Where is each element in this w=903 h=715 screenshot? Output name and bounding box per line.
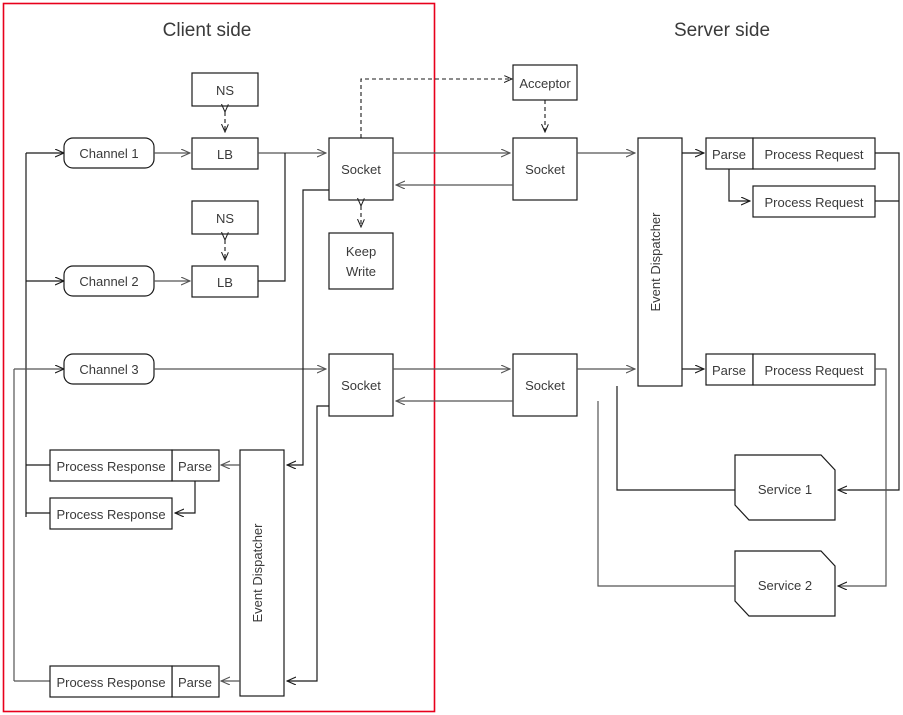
client-socket1-to-client-dispatcher: [287, 189, 329, 465]
acceptor-label: Acceptor: [519, 76, 571, 91]
process-response-2-label: Process Response: [56, 507, 165, 522]
process-response-2-box[interactable]: [49, 497, 173, 530]
process-request-2-box[interactable]: [752, 185, 876, 218]
channel-2-label: Channel 2: [79, 274, 138, 289]
client-parse-1-box[interactable]: [171, 449, 220, 482]
client-socket-1-label: Socket: [341, 162, 381, 177]
server-socket-1-label: Socket: [525, 162, 565, 177]
load-balancer-2-label: LB: [217, 275, 233, 290]
channel-1-label: Channel 1: [79, 146, 138, 161]
client-socket-2-label: Socket: [341, 378, 381, 393]
process-response-3-label: Process Response: [56, 675, 165, 690]
client-event-dispatcher-box[interactable]: [239, 449, 285, 697]
server-event-dispatcher-label: Event Dispatcher: [648, 212, 663, 312]
server-parse-1-box[interactable]: [705, 137, 754, 170]
server-side-title: Server side: [674, 20, 770, 41]
client-parse1-to-process-response-2: [175, 481, 196, 513]
process-response-1-box[interactable]: [49, 449, 173, 482]
server-socket-2-box[interactable]: [512, 353, 578, 417]
service-1-to-server-dispatcher: [616, 386, 735, 491]
client-side-boundary: [2, 2, 436, 713]
server-parse-1-label: Parse: [712, 147, 746, 162]
server-socket-2-label: Socket: [525, 378, 565, 393]
service-2-to-server-socket-2: [597, 401, 735, 587]
service-1-shape[interactable]: [734, 454, 836, 521]
keep-write-label-line1: Keep: [346, 244, 376, 259]
keep-write-box[interactable]: [328, 232, 394, 290]
process-request-3-to-service-2-rail: [838, 368, 887, 586]
process-request-1-box[interactable]: [752, 137, 876, 170]
client-socket2-to-client-dispatcher: [287, 405, 329, 681]
server-event-dispatcher-box[interactable]: [637, 137, 683, 387]
client-parse-2-box[interactable]: [171, 665, 220, 698]
service-2-shape[interactable]: [734, 550, 836, 617]
server-socket-1-box[interactable]: [512, 137, 578, 201]
name-service-1-label: NS: [216, 83, 234, 98]
client-parse-2-label: Parse: [178, 675, 212, 690]
keep-write-label-line2: Write: [346, 264, 376, 279]
service-1-label: Service 1: [758, 482, 812, 497]
service-2-label: Service 2: [758, 578, 812, 593]
parse1-to-process-request-2: [728, 169, 750, 201]
process-request-1-label: Process Request: [765, 147, 864, 162]
process-request-3-box[interactable]: [752, 353, 876, 386]
load-balancer-2-box[interactable]: [191, 265, 259, 298]
client-side-title: Client side: [163, 20, 252, 41]
lb2-to-client-socket-1: [258, 153, 286, 282]
process-requests-to-service-1-rail: [838, 152, 900, 490]
server-parse-2-label: Parse: [712, 363, 746, 378]
channel-3-label: Channel 3: [79, 362, 138, 377]
name-service-2-label: NS: [216, 211, 234, 226]
acceptor-box[interactable]: [512, 64, 578, 101]
client-socket-2-box[interactable]: [328, 353, 394, 417]
process-request-3-label: Process Request: [765, 363, 864, 378]
client-parse-1-label: Parse: [178, 459, 212, 474]
process-response-3-box[interactable]: [49, 665, 173, 698]
load-balancer-1-label: LB: [217, 147, 233, 162]
client-socket1-to-acceptor-link: [360, 79, 512, 138]
process-response-1-label: Process Response: [56, 459, 165, 474]
client-event-dispatcher-label: Event Dispatcher: [250, 523, 265, 623]
process-request-2-label: Process Request: [765, 195, 864, 210]
